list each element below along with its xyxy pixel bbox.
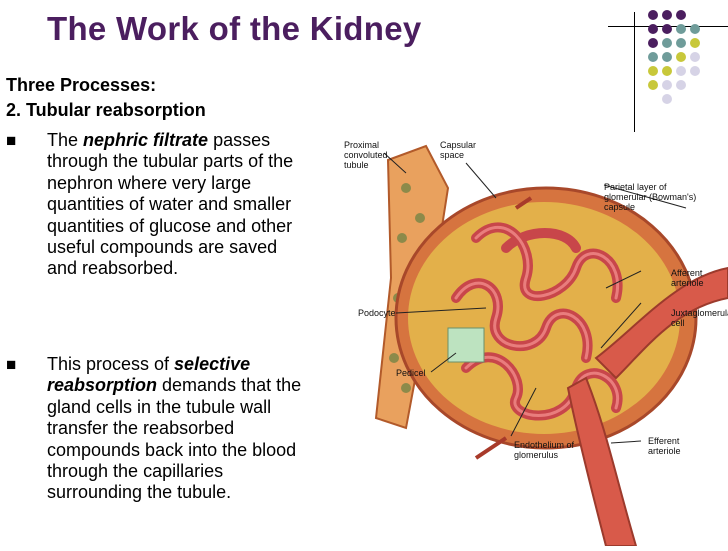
decor-dot — [662, 38, 672, 48]
decor-dot — [662, 24, 672, 34]
decor-dot — [648, 66, 658, 76]
decor-dot — [648, 38, 658, 48]
heading-tubular-reabsorption: 2. Tubular reabsorption — [6, 100, 206, 120]
kidney-illustration — [374, 144, 728, 547]
slide-title: The Work of the Kidney — [47, 10, 422, 47]
renal-corpuscle-diagram: Proximal convoluted tubule Capsular spac… — [336, 128, 728, 547]
decor-dot — [662, 66, 672, 76]
label-juxtaglomerular-cell: Juxtaglomerular cell — [671, 308, 728, 328]
decor-dot — [662, 80, 672, 90]
decor-dot — [690, 52, 700, 62]
label-endothelium: Endothelium of glomerulus — [514, 440, 575, 460]
bullet-1-pre: The — [47, 130, 84, 150]
pedicel-inset — [447, 327, 485, 363]
decor-dot — [690, 66, 700, 76]
bullet-square-icon: ■ — [6, 355, 17, 374]
label-pedicel: Pedicel — [396, 368, 426, 378]
decor-dot — [662, 10, 672, 20]
label-afferent-arteriole: Afferent arteriole — [671, 268, 704, 288]
decor-vertical-line — [634, 12, 635, 132]
label-efferent-arteriole: Efferent arteriole — [648, 436, 681, 456]
afferent-arteriole-shape — [594, 266, 728, 380]
decor-dot — [676, 66, 686, 76]
label-capsular-space: Capsular space — [440, 140, 477, 160]
bullet-2-em: selective reabsorption — [47, 354, 251, 396]
bullet-2-post: demands that the gland cells in the tubu… — [47, 375, 302, 503]
decor-dot — [676, 80, 686, 90]
label-podocyte: Podocyte — [358, 308, 396, 318]
label-proximal-tubule: Proximal convoluted tubule — [344, 140, 388, 170]
flow-arrow-icon — [474, 436, 508, 460]
decor-dot — [648, 52, 658, 62]
decor-dot — [662, 94, 672, 104]
heading-three-processes: Three Processes: — [6, 75, 157, 95]
label-leader-lines — [383, 152, 687, 444]
bullet-2-pre: This process of — [47, 354, 175, 374]
flow-arrow-icon — [514, 196, 533, 210]
bullet-1-post: passes through the tubular parts of the … — [47, 130, 294, 279]
label-parietal-layer: Parietal layer of glomerular (Bowman's) … — [604, 182, 697, 212]
bullet-text-1: The nephric filtrate passes through the … — [47, 130, 309, 280]
decor-dot — [676, 52, 686, 62]
decor-dot — [676, 10, 686, 20]
decor-dot — [676, 38, 686, 48]
decor-dot — [662, 52, 672, 62]
decor-dot — [690, 38, 700, 48]
bullet-1-em: nephric filtrate — [83, 130, 209, 150]
decor-dot — [648, 24, 658, 34]
bullet-square-icon: ■ — [6, 131, 17, 150]
decor-dot — [676, 24, 686, 34]
bullet-text-2: This process of selective reabsorption d… — [47, 354, 309, 504]
capillary-highlights — [454, 225, 620, 417]
decor-dot — [648, 10, 658, 20]
decor-dot — [648, 80, 658, 90]
decor-dot — [690, 24, 700, 34]
